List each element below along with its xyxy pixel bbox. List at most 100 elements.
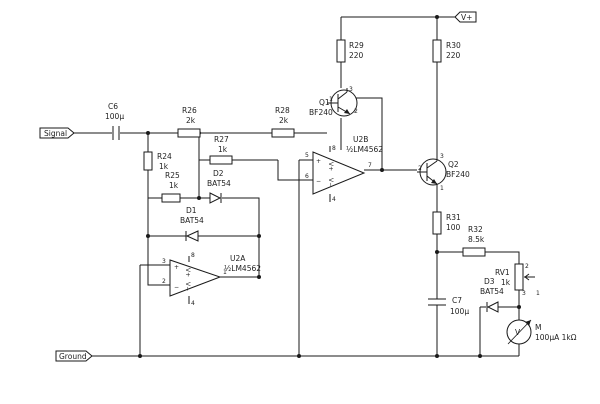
resistor-r30: R30 220 bbox=[432, 39, 461, 63]
u2b-value: ½LM4562 bbox=[346, 145, 383, 154]
capacitor-c7: C7 100µ bbox=[428, 296, 469, 316]
u2b-pin: 7 bbox=[368, 162, 372, 169]
c7-value: 100µ bbox=[450, 307, 469, 316]
junction-dot bbox=[138, 354, 142, 358]
r29-ref: R29 bbox=[349, 41, 364, 50]
resistor-r31: R31 100 bbox=[432, 211, 461, 235]
c6-value: 100µ bbox=[105, 112, 124, 121]
r30-ref: R30 bbox=[446, 41, 461, 50]
port-signal: Signal bbox=[39, 127, 75, 139]
diode-d1: D1 BAT54 bbox=[180, 206, 204, 242]
junction-dot bbox=[257, 234, 261, 238]
meter-ref: M bbox=[535, 323, 541, 332]
r32-ref: R32 bbox=[468, 225, 483, 234]
u2b-minus-sign: − bbox=[316, 178, 321, 185]
diode-d3: D3 BAT54 bbox=[480, 277, 504, 313]
junction-dot bbox=[257, 275, 261, 279]
d2-value: BAT54 bbox=[207, 179, 231, 188]
q2-pin: 3 bbox=[440, 153, 444, 160]
r28-ref: R28 bbox=[275, 106, 290, 115]
q1-pin: 1 bbox=[329, 96, 333, 103]
resistor-r32: R32 8.5k bbox=[462, 225, 486, 257]
wires bbox=[73, 16, 535, 357]
u2b-pin: 6 bbox=[305, 173, 309, 180]
transistor-q2: 2 3 1 Q2 BF240 bbox=[417, 153, 470, 192]
rv1-pin: 3 bbox=[522, 290, 526, 297]
resistor-r24: R24 1k bbox=[143, 151, 172, 171]
junction-dot bbox=[197, 196, 201, 200]
capacitor-c6: C6 100µ bbox=[105, 102, 124, 140]
meter-m: V M 100µA 1kΩ bbox=[506, 319, 577, 345]
junction-dot bbox=[380, 168, 384, 172]
junction-dot bbox=[478, 354, 482, 358]
resistor-r26: R26 2k bbox=[177, 106, 201, 138]
port-ground-label: Ground bbox=[59, 352, 87, 361]
rv1-ref: RV1 bbox=[495, 268, 510, 277]
u2b-plus-sign: + bbox=[316, 158, 321, 165]
r31-ref: R31 bbox=[446, 213, 461, 222]
resistor-r27: R27 1k bbox=[209, 135, 233, 165]
u2a-pin: 1 bbox=[223, 269, 227, 276]
c7-ref: C7 bbox=[452, 296, 462, 305]
rv1-pin: 1 bbox=[536, 290, 540, 297]
r26-ref: R26 bbox=[182, 106, 197, 115]
q2-pin: 2 bbox=[418, 165, 422, 172]
junction-dot bbox=[435, 250, 439, 254]
d3-ref: D3 bbox=[484, 277, 495, 286]
d3-value: BAT54 bbox=[480, 287, 504, 296]
u2a-pin: 3 bbox=[162, 258, 166, 265]
meter-value: 100µA 1kΩ bbox=[535, 333, 577, 342]
q2-pin: 1 bbox=[440, 185, 444, 192]
r25-value: 1k bbox=[169, 181, 179, 190]
r27-value: 1k bbox=[218, 145, 228, 154]
r28-value: 2k bbox=[279, 116, 289, 125]
u2b-supply-label: V+ bbox=[327, 162, 334, 171]
opamp-u2a: + − 3 2 1 8 4 V+ V− U2A ½LM4562 bbox=[162, 252, 261, 307]
resistor-r25: R25 1k bbox=[161, 171, 181, 203]
r32-value: 8.5k bbox=[468, 235, 485, 244]
r31-value: 100 bbox=[446, 223, 461, 232]
r24-ref: R24 bbox=[157, 152, 172, 161]
u2b-pin: 8 bbox=[332, 145, 336, 152]
junction-dot bbox=[297, 354, 301, 358]
c6-ref: C6 bbox=[108, 102, 118, 111]
opamp-u2b: + − 5 6 7 8 4 V+ V− U2B ½LM4562 bbox=[305, 135, 383, 203]
u2b-pin: 4 bbox=[332, 196, 336, 203]
junction-dot bbox=[517, 305, 521, 309]
port-vplus: V+ bbox=[454, 11, 477, 23]
u2b-gnd-label: V− bbox=[327, 178, 334, 187]
u2a-plus-sign: + bbox=[174, 264, 179, 271]
rv1-pin: 2 bbox=[525, 263, 529, 270]
u2a-ref: U2A bbox=[230, 254, 246, 263]
q2-value: BF240 bbox=[446, 170, 470, 179]
rv1-value: 1k bbox=[501, 278, 511, 287]
q1-value: BF240 bbox=[309, 108, 333, 117]
junction-dot bbox=[146, 131, 150, 135]
r25-ref: R25 bbox=[165, 171, 180, 180]
u2a-pin: 2 bbox=[162, 278, 166, 285]
q1-ref: Q1 bbox=[319, 98, 330, 107]
port-vplus-label: V+ bbox=[461, 13, 472, 22]
u2a-supply-label: V+ bbox=[184, 268, 191, 277]
d1-ref: D1 bbox=[186, 206, 197, 215]
u2a-gnd-label: V− bbox=[184, 282, 191, 291]
q1-pin: 2 bbox=[354, 108, 358, 115]
q1-pin: 3 bbox=[349, 86, 353, 93]
q2-ref: Q2 bbox=[448, 160, 459, 169]
transistor-q1: 1 3 2 Q1 BF240 bbox=[309, 86, 358, 117]
junction-dot bbox=[435, 354, 439, 358]
resistor-r28: R28 2k bbox=[271, 106, 295, 138]
r30-value: 220 bbox=[446, 51, 461, 60]
junctions bbox=[138, 15, 521, 358]
r24-value: 1k bbox=[159, 162, 169, 171]
diode-d2: D2 BAT54 bbox=[207, 169, 231, 204]
u2a-pin: 8 bbox=[191, 252, 195, 259]
potentiometer-rv1: RV1 1k 2 1 3 bbox=[495, 263, 540, 297]
r26-value: 2k bbox=[186, 116, 196, 125]
junction-dot bbox=[146, 234, 150, 238]
u2a-pin: 4 bbox=[191, 300, 195, 307]
r27-ref: R27 bbox=[214, 135, 229, 144]
meter-symbol: V bbox=[515, 328, 521, 337]
d1-value: BAT54 bbox=[180, 216, 204, 225]
